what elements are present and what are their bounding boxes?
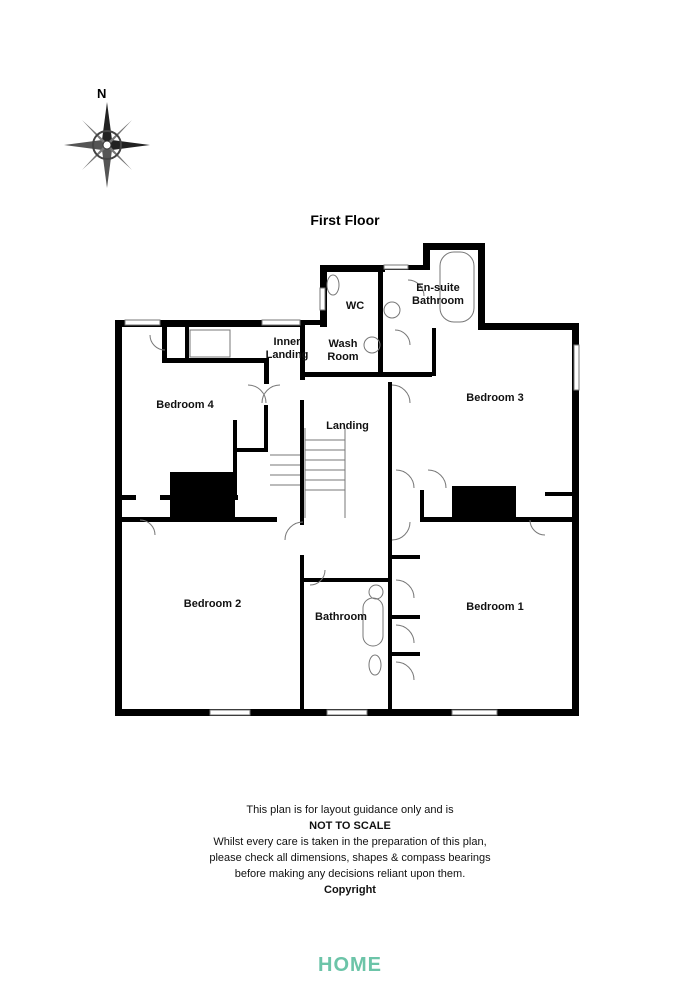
room-label-wc: WC [345, 300, 365, 312]
room-label-bedroom-2: Bedroom 2 [183, 598, 242, 610]
room-label-ensuite: En-suite Bathroom [412, 282, 464, 307]
room-label-bedroom-3: Bedroom 3 [466, 392, 524, 404]
home-logo: HOME [318, 954, 382, 976]
room-label-bedroom-1: Bedroom 1 [466, 601, 524, 613]
disclaimer: This plan is for layout guidance only an… [200, 802, 500, 898]
room-label-inner-landing: Inner Landing [265, 336, 309, 361]
disclaimer-body: Whilst every care is taken in the prepar… [209, 836, 491, 880]
walls [115, 243, 579, 716]
room-label-bathroom: Bathroom [315, 611, 367, 623]
disclaimer-copyright: Copyright [324, 884, 376, 896]
room-label-landing: Landing [326, 420, 369, 432]
disclaimer-not-to-scale: NOT TO SCALE [309, 820, 391, 832]
floor-title: First Floor [310, 212, 380, 228]
room-label-wash-room: Wash Room [327, 338, 359, 363]
room-label-bedroom-4: Bedroom 4 [156, 399, 214, 411]
compass-rose-icon [64, 102, 150, 188]
north-label: N [97, 86, 107, 101]
disclaimer-line: This plan is for layout guidance only an… [246, 804, 454, 816]
